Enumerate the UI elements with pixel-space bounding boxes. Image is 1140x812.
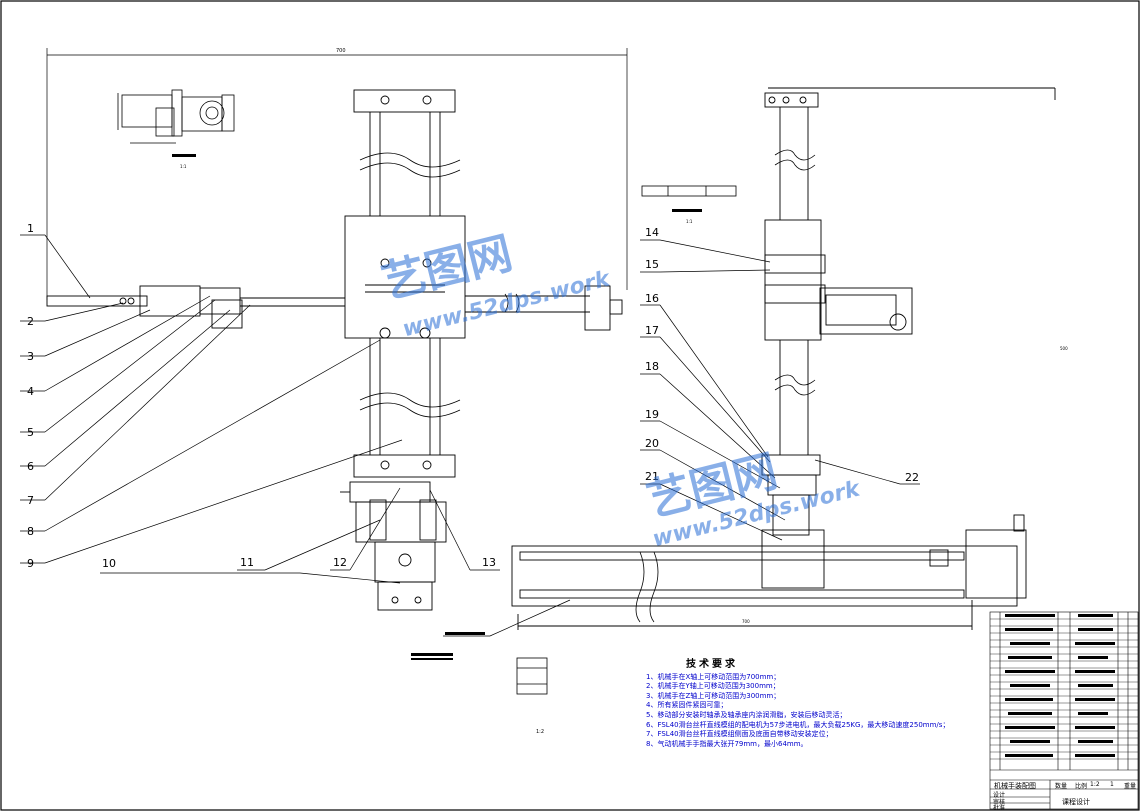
note-item: 7、FSL40滑台丝杆直线模组侧面及底面自带移动安装定位；: [646, 730, 833, 739]
x-axis-arm: [46, 285, 623, 331]
note-item: 4、所有紧固件紧固可靠；: [646, 701, 728, 710]
rail-break: [635, 551, 659, 623]
x-arm-break: [504, 293, 520, 313]
part-label-17: 17: [645, 324, 659, 337]
detail-caption-scale: 1:2: [536, 729, 544, 735]
label-qty: 数量: [1055, 783, 1068, 790]
part-labels-left: 1 2 3 4 5 6 7 8 9 10 11 12 13: [27, 222, 496, 570]
part-label-18: 18: [645, 360, 659, 373]
side-view: [511, 87, 1056, 630]
section-caption-scale: 1:1: [686, 219, 693, 224]
leader-lines-left: [20, 234, 500, 584]
label-scale-value: 1:2: [1090, 781, 1100, 788]
gripper-assembly: [340, 481, 447, 611]
part-label-4: 4: [27, 385, 34, 398]
label-ratio: 比例: [1075, 783, 1088, 790]
part-label-12: 12: [333, 556, 347, 569]
part-label-6: 6: [27, 460, 34, 473]
part-label-2: 2: [27, 315, 34, 328]
note-item: 8、气动机械手手指最大张开79mm，最小64mm。: [646, 739, 808, 748]
part-label-9: 9: [27, 557, 34, 570]
part-label-19: 19: [645, 408, 659, 421]
note-item: 6、FSL40滑台丝杆直线模组的配电机为57步进电机，最大负载25KG，最大移动…: [646, 720, 950, 729]
course-name: 课程设计: [1062, 798, 1090, 806]
technical-notes: 技术要求 1、机械手在X轴上可移动范围为700mm； 2、机械手在Y轴上可移动范…: [646, 660, 976, 749]
part-label-20: 20: [645, 437, 659, 450]
top-dimension: [46, 48, 628, 300]
leader-lines-right: [443, 239, 920, 637]
part-label-8: 8: [27, 525, 34, 538]
technical-notes-title: 技术要求: [686, 659, 738, 670]
detail-view: [516, 657, 548, 695]
part-label-3: 3: [27, 350, 34, 363]
part-label-13: 13: [482, 556, 496, 569]
note-item: 5、移动部分安装时轴承及轴承座内涂润滑脂，安装后移动灵活；: [646, 710, 847, 719]
drawing-name: 机械手装配图: [994, 782, 1036, 790]
column-break-top: [359, 152, 461, 178]
label-design: 设计: [993, 792, 1006, 799]
section-caption-bar: [672, 209, 702, 212]
z-axis-column: [344, 89, 466, 478]
side-break-bottom: [774, 374, 816, 396]
side-break-top: [774, 149, 816, 171]
label-check: 审核: [993, 799, 1006, 806]
detail-caption-bar-b: [411, 658, 453, 660]
part-label-11: 11: [240, 556, 254, 569]
bottom-dimension-text: 700: [742, 619, 750, 624]
inset-caption-bar: [172, 154, 196, 157]
inset-view: [117, 89, 235, 144]
part-label-7: 7: [27, 494, 34, 507]
part-label-1: 1: [27, 222, 34, 235]
column-break-bottom: [359, 392, 461, 418]
inset-caption-scale: 1:1: [180, 164, 187, 169]
part-label-14: 14: [645, 226, 659, 239]
label-approve: 批准: [993, 805, 1006, 812]
label-weight: 重量: [1124, 783, 1137, 790]
title-block: [989, 611, 1139, 810]
part-label-5: 5: [27, 426, 34, 439]
part-label-16: 16: [645, 292, 659, 305]
part-label-21: 21: [645, 470, 659, 483]
detail-caption-bar-a: [411, 653, 453, 656]
note-item: 1、机械手在X轴上可移动范围为700mm；: [646, 672, 781, 681]
title-block-rows: [990, 618, 1138, 760]
note-item: 2、机械手在Y轴上可移动范围为300mm；: [646, 682, 780, 691]
part-label-10: 10: [102, 557, 116, 570]
note-item: 3、机械手在Z轴上可移动范围为300mm；: [646, 691, 781, 700]
top-dimension-text: 700: [336, 48, 346, 54]
part-labels-right: 14 15 16 17 18 19 20 21 22: [645, 226, 919, 484]
rail-caption-bar: [445, 632, 485, 635]
part-label-22: 22: [905, 471, 919, 484]
title-block-fills: [1005, 614, 1115, 757]
height-dimension-text: 500: [1060, 346, 1068, 351]
section-view: [641, 185, 737, 197]
label-count-value: 1: [1110, 781, 1114, 788]
part-label-15: 15: [645, 258, 659, 271]
